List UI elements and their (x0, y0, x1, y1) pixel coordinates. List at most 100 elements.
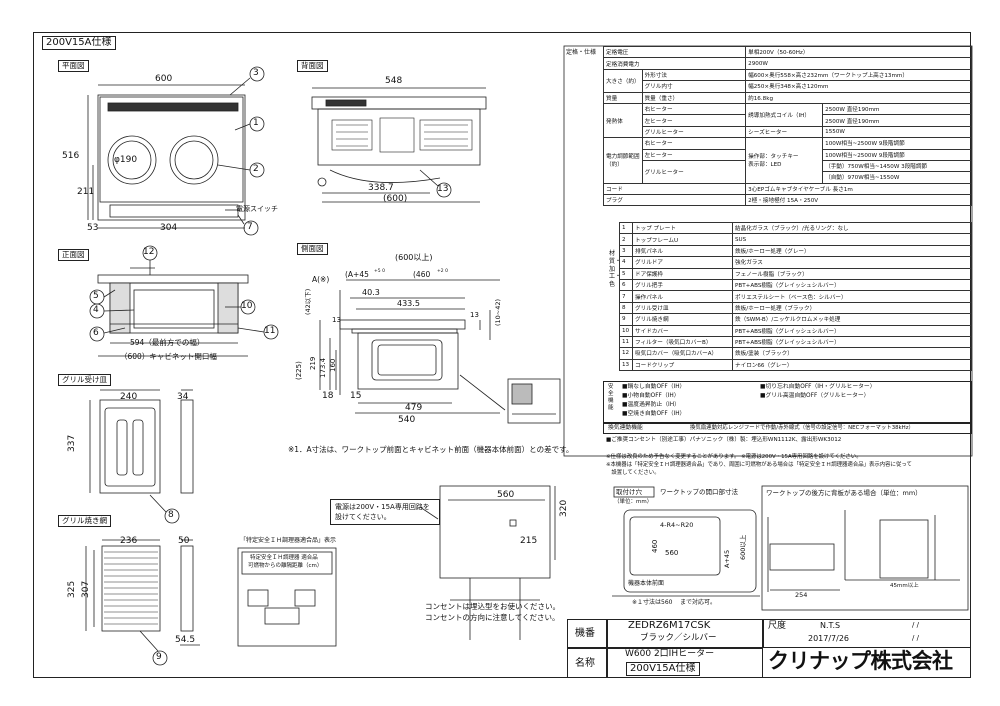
mat-no: 1 (619, 221, 633, 235)
dim-side-4335: 433.5 (397, 299, 420, 308)
tb-scale: N.T.S (820, 621, 841, 630)
spec-row-mass-value: 約16.8kg (745, 91, 972, 104)
mat-spec: フェノール樹脂（ブラック） (732, 267, 972, 280)
mat-no: 7 (619, 290, 633, 303)
spec-ctrl-disp-text: 表示部：LED (748, 162, 782, 169)
tb-company: クリナップ株式会社 (768, 649, 953, 673)
spec-section-label: 定格・仕様 (566, 49, 597, 56)
dim-side-479: 479 (405, 403, 423, 413)
side-note: ※1．A寸法は、ワークトップ前面とキャビネット前面（機器本体前面）との差です。 (288, 445, 574, 454)
spec-row-voltage-label: 定格電圧 (602, 45, 747, 59)
spec-row-grill-value: 幅250×奥行348×高さ120mm (745, 80, 972, 93)
dim-side-1734: 173.4 (319, 357, 327, 378)
spec-badge: 200V15A仕様 (42, 36, 116, 50)
mat-part: 操作パネル (632, 290, 733, 303)
spec-row-grill-label: グリル内寸 (641, 80, 747, 93)
spec-heater-g-val: 1550W (822, 125, 972, 139)
callout-4: 4 (93, 305, 99, 315)
dim-net-w: 236 (120, 536, 138, 546)
callout-9: 9 (156, 652, 162, 662)
mat-part: グリルドア (632, 256, 733, 269)
spec-row-voltage-value: 単相200V（50-60Hz） (745, 45, 972, 59)
mat-no: 9 (619, 313, 633, 326)
mat-no: 11 (619, 335, 633, 349)
dim-side-a45: (A+45 (345, 270, 369, 279)
cutout-body-front: 機器本体前面 (628, 580, 665, 587)
view-label-side: 側面図 (297, 243, 328, 255)
tb-model: ZEDRZ6M17CSK (628, 620, 711, 631)
power-note-1: 電源は200V・15A専用回路を (335, 503, 430, 511)
mat-spec: PBT+ABS樹脂（グレイッシュシルバー） (732, 335, 972, 349)
mat-spec: SUS (732, 233, 972, 246)
label-box-l2: 可燃物からの離隔距離（cm） (248, 563, 323, 569)
dim-pan-h: 337 (67, 434, 77, 452)
power-note-2: 設けてください。 (335, 513, 391, 521)
view-label-front: 正面図 (58, 249, 89, 261)
outlet-spec: ■ご推奨コンセント（別途工事）パナソニック（株）製：埋込形WN1112K、露出形… (606, 437, 842, 443)
safety-box (603, 381, 972, 423)
mat-spec: 強化ガラス (732, 256, 972, 269)
materials-section-label: 材質・加工・色 (609, 250, 622, 289)
linked-box (603, 423, 972, 434)
tb-spec-badge: 200V15A仕様 (626, 662, 700, 676)
spec-cord-label: コード (602, 182, 747, 196)
mat-part: トップフレームU (632, 233, 733, 246)
spec-heater-l-val: 2500W 直径190mm (822, 114, 972, 127)
callout-1: 1 (253, 118, 259, 128)
spec-heater-sheath: シーズヒーター (745, 125, 824, 139)
tb-slash-1: / / (912, 621, 919, 629)
cutout-a45: A+45 (723, 549, 731, 568)
mat-spec: ナイロン66（グレー） (732, 358, 972, 372)
dim-pan-w: 240 (120, 392, 138, 402)
dim-side-a45-tol: +5 0 (374, 269, 385, 274)
spec-ctrl-l-val: 100W相当~2500W 9段階調節 (822, 148, 972, 161)
mat-spec: 鉄板/ホーロー処理（ブラック） (732, 301, 972, 315)
outlet-note-1: コンセントは埋込型をお使いください。 (425, 602, 560, 611)
spec-ctrl-method: 操作部：タッチキー表示部：LED (745, 137, 824, 184)
tb-model-cell (567, 619, 607, 648)
note-2: ※本機器は「特定安全ＩＨ調理器適合品」であり、周囲に可燃物がある場合は「特定安全… (606, 462, 912, 468)
spec-ctrl-left: 左ヒーター (641, 148, 747, 161)
backwall-title: ワークトップの後方に背板がある場合（単位：mm） (766, 489, 922, 497)
safety-item-3: ■小物自動OFF（IH） (622, 393, 680, 399)
dim-side-600up: (600以上) (395, 253, 433, 262)
spec-mass-label: 質量 (603, 91, 643, 104)
mat-no: 4 (619, 256, 633, 269)
spec-heater-right: 右ヒーター (641, 102, 747, 116)
dim-side-13a: 13 (470, 311, 479, 319)
dim-net-307: 307 (81, 580, 91, 598)
mat-part: 排気パネル (632, 244, 733, 258)
backwall-254: 254 (795, 591, 808, 599)
safety-label: 安全機能 (608, 384, 614, 412)
spec-ctrl-g2-val: （自動）970W相当~1550W (822, 171, 972, 184)
spec-heater-label: 発熱体 (603, 102, 643, 139)
dim-front-600: （600）キャビネット開口幅 (120, 352, 217, 361)
dim-net-545: 54.5 (175, 635, 196, 645)
safety-item-5: ■温度過昇防止（IH） (622, 402, 680, 408)
mat-spec: PBT+ABS樹脂（グレイッシュシルバー） (732, 324, 972, 337)
mat-no: 12 (619, 347, 633, 360)
safety-item-4: ■グリル高温自動OFF（グリルヒーター） (760, 393, 870, 399)
dim-back-600: (600) (383, 194, 408, 204)
callout-12: 12 (143, 247, 155, 257)
mat-part: グリル把手 (632, 278, 733, 292)
callout-3: 3 (253, 68, 259, 78)
safety-item-2: ■切り忘れ自動OFF（IH・グリルヒーター） (760, 384, 876, 390)
spec-row-outer-label: 外形寸法 (641, 68, 747, 82)
mat-spec: 鉄板/塗装（ブラック） (732, 347, 972, 360)
dim-back-width: 548 (385, 76, 403, 86)
label-box-l1: 特定安全ＩＨ調理器 適合品 (250, 555, 318, 561)
callout-8: 8 (168, 510, 174, 520)
callout-7: 7 (247, 222, 253, 232)
mat-no: 5 (619, 267, 633, 280)
spec-ctrl-r-val: 100W相当~2500W 9段階調節 (822, 137, 972, 150)
spec-ctrl-grill: グリルヒーター (641, 159, 747, 184)
mat-part: グリル焼き網 (632, 313, 733, 326)
spec-ctrl-method-text: 操作部：タッチキー (748, 154, 799, 161)
dim-plan-211: 211 (77, 187, 95, 197)
dim-back-3387: 338.7 (368, 183, 394, 193)
spec-cord-val: 3心EPゴムキャブタイヤケーブル 長さ1m (745, 182, 972, 196)
spec-heater-left: 左ヒーター (641, 114, 747, 127)
backwall-45: 45mm以上 (890, 583, 919, 589)
